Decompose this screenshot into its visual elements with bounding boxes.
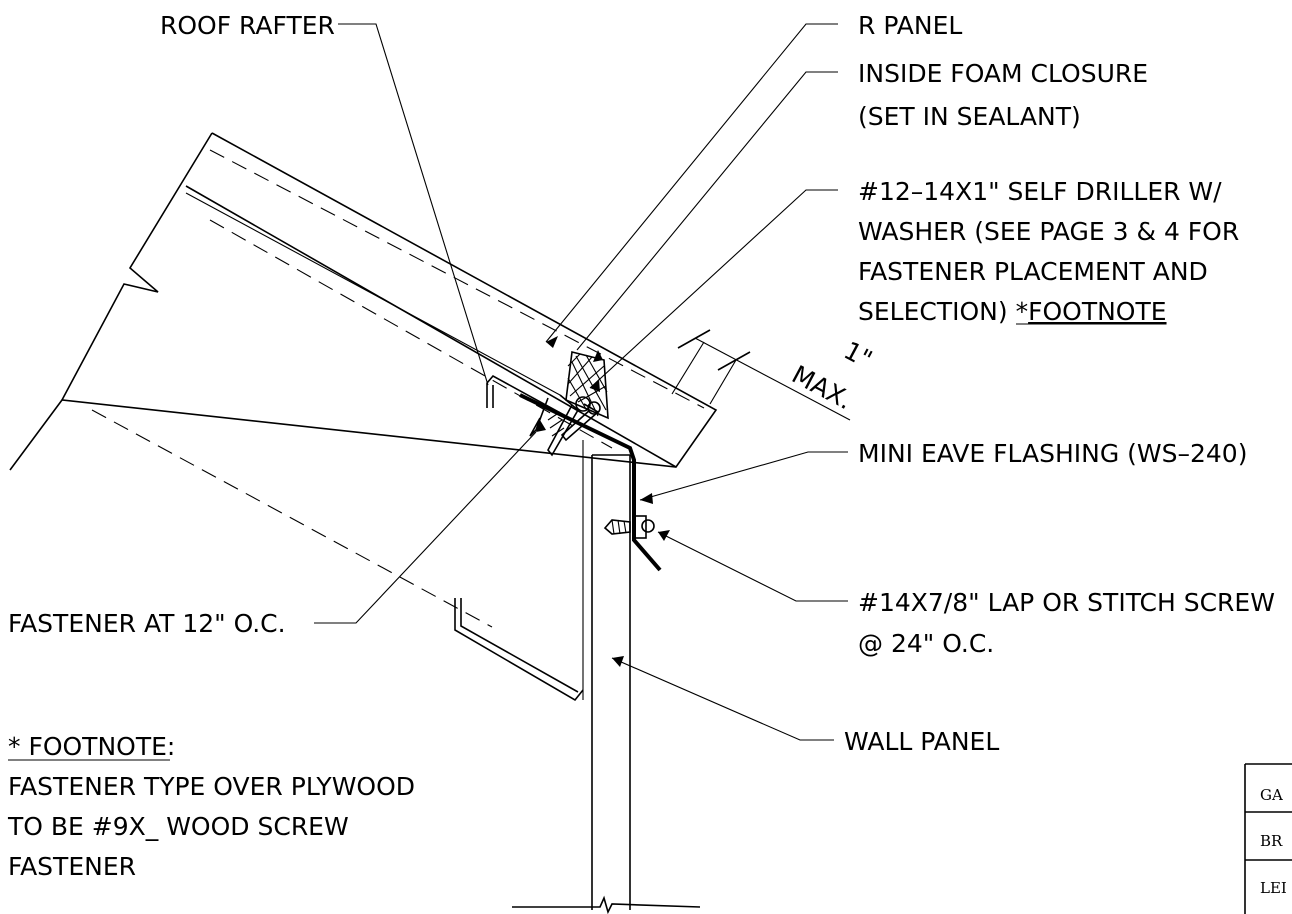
dimension-1in-max bbox=[671, 329, 851, 421]
partial-spec-table: GA BR LEI bbox=[1244, 763, 1292, 914]
label-roof-rafter: ROOF RAFTER bbox=[160, 11, 335, 40]
table-row-ga: GA bbox=[1260, 786, 1283, 804]
label-dim-value: 1" bbox=[839, 336, 877, 374]
footnote-line3: FASTENER bbox=[8, 852, 136, 881]
wall-panel-geometry bbox=[454, 440, 701, 914]
label-self-driller-line2: WASHER (SEE PAGE 3 & 4 FOR bbox=[858, 217, 1239, 246]
label-r-panel: R PANEL bbox=[858, 11, 962, 40]
label-dim-max: MAX. bbox=[787, 360, 857, 416]
self-driller-screws bbox=[529, 394, 601, 457]
roof-rafter-geometry bbox=[9, 132, 718, 628]
arrowheads bbox=[536, 336, 670, 667]
r-panel-edge bbox=[486, 374, 576, 422]
footnote-line2: TO BE #9X_ WOOD SCREW bbox=[7, 812, 349, 841]
label-self-driller-line1: #12–14X1" SELF DRILLER W/ bbox=[858, 177, 1222, 206]
mini-eave-flashing bbox=[519, 393, 662, 572]
table-row-len: LEI bbox=[1260, 879, 1287, 897]
label-fastener-12: FASTENER AT 12" O.C. bbox=[8, 609, 286, 638]
footnote-link: FOOTNOTE bbox=[1028, 297, 1166, 326]
label-foam-closure-line2: (SET IN SEALANT) bbox=[858, 102, 1081, 131]
label-foam-closure-line1: INSIDE FOAM CLOSURE bbox=[858, 59, 1148, 88]
label-self-driller-line3: FASTENER PLACEMENT AND bbox=[858, 257, 1208, 286]
self-driller-line4-prefix: SELECTION) * bbox=[858, 297, 1028, 326]
leader-lines bbox=[314, 23, 848, 741]
label-wall-panel: WALL PANEL bbox=[844, 727, 999, 756]
footnote-line1: FASTENER TYPE OVER PLYWOOD bbox=[8, 772, 415, 801]
label-self-driller-line4: SELECTION) *FOOTNOTE bbox=[858, 297, 1167, 326]
footnote-title: * FOOTNOTE: bbox=[8, 732, 175, 761]
table-row-br: BR bbox=[1260, 832, 1283, 850]
label-stitch-screw-line1: #14X7/8" LAP OR STITCH SCREW bbox=[858, 588, 1275, 617]
inside-foam-closure bbox=[565, 351, 609, 420]
label-mini-eave-flashing: MINI EAVE FLASHING (WS–240) bbox=[858, 439, 1247, 468]
label-stitch-screw-line2: @ 24" O.C. bbox=[858, 629, 994, 658]
